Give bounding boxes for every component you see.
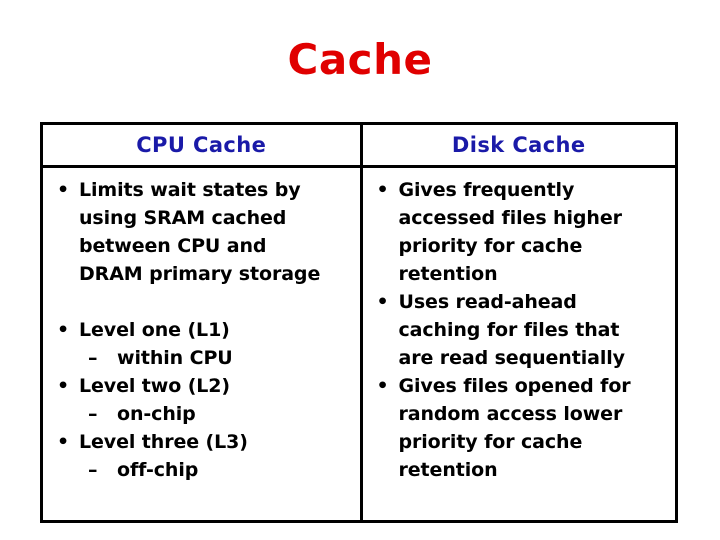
disk-cache-item-line: Gives files opened for (398, 375, 631, 397)
cpu-cache-cell: • Limits wait states by using SRAM cached b… (43, 166, 363, 520)
disk-cache-item-line: are read sequentially (398, 347, 626, 369)
disk-cache-item: • Gives frequently accessed files higher pr… (367, 176, 672, 288)
cpu-cache-item-line: on-chip (117, 403, 196, 425)
table-body-row: • Limits wait states by using SRAM cached b… (43, 166, 675, 520)
bullet-marker-icon: • (376, 375, 389, 397)
page-title: Cache (287, 35, 433, 84)
cpu-cache-item-line: Limits wait states by (79, 179, 301, 201)
cpu-cache-item-text: Level two (L2) (79, 375, 230, 397)
disk-cache-item-line: accessed files higher (398, 207, 622, 229)
cpu-cache-item-line: DRAM primary storage (79, 263, 321, 285)
cpu-cache-item-text: Limits wait states by using SRAM cached be… (79, 179, 320, 285)
cpu-cache-item: –on-chip (47, 400, 356, 428)
cpu-cache-item: –off-chip (47, 456, 356, 484)
disk-cache-item: • Uses read-ahead caching for files that ar… (367, 288, 672, 372)
cpu-cache-item-line: within CPU (117, 347, 233, 369)
dash-marker-icon: – (88, 459, 98, 481)
cpu-cache-item-text: on-chip (117, 403, 196, 425)
cpu-cache-item-text: within CPU (117, 347, 233, 369)
cpu-cache-item-line: Level two (L2) (79, 375, 230, 397)
column-header-cpu-cache: CPU Cache (43, 125, 363, 168)
bullet-marker-icon: • (57, 375, 70, 397)
cpu-cache-item-text: Level three (L3) (79, 431, 248, 453)
column-header-disk-cache: Disk Cache (361, 125, 675, 168)
disk-cache-item-line: Gives frequently (398, 179, 575, 201)
disk-cache-item-text: Gives files opened for random access lowe… (399, 375, 631, 481)
cpu-cache-item: • Level one (L1) (47, 316, 356, 344)
cpu-cache-bullet-list: • Limits wait states by using SRAM cached b… (47, 176, 356, 484)
bullet-marker-icon: • (57, 179, 70, 201)
column-header-cpu-cache-label: CPU Cache (136, 133, 267, 157)
table-grid: CPU Cache Disk Cache • Limits wait states… (43, 125, 675, 520)
cpu-cache-item-line: Level one (L1) (79, 319, 230, 341)
disk-cache-item-line: retention (398, 459, 498, 481)
disk-cache-item-text: Gives frequently accessed files higher pri… (399, 179, 622, 285)
cpu-cache-item-line: using SRAM cached (79, 207, 287, 229)
cpu-cache-item: • Level three (L3) (47, 428, 356, 456)
cpu-cache-item-line: Level three (L3) (79, 431, 248, 453)
dash-marker-icon: – (88, 403, 98, 425)
disk-cache-item-line: Uses read-ahead (398, 291, 577, 313)
cpu-cache-item: –within CPU (47, 344, 356, 372)
cpu-cache-spacer (47, 288, 356, 316)
disk-cache-item-line: random access lower (398, 403, 623, 425)
comparison-table: CPU Cache Disk Cache • Limits wait states… (40, 122, 678, 523)
cpu-cache-item-text: off-chip (117, 459, 198, 481)
cpu-cache-item: • Limits wait states by using SRAM cached b… (47, 176, 356, 288)
bullet-marker-icon: • (57, 431, 70, 453)
disk-cache-cell: • Gives frequently accessed files higher pr… (361, 166, 675, 520)
bullet-marker-icon: • (376, 179, 389, 201)
cpu-cache-item-line: off-chip (117, 459, 199, 481)
cpu-cache-item-line: between CPU and (79, 235, 267, 257)
bullet-marker-icon: • (57, 319, 70, 341)
disk-cache-item-line: priority for cache (398, 431, 583, 453)
disk-cache-item-line: retention (398, 263, 498, 285)
disk-cache-item: • Gives files opened for random access low… (367, 372, 672, 484)
disk-cache-item-line: priority for cache (398, 235, 583, 257)
dash-marker-icon: – (88, 347, 98, 369)
disk-cache-item-line: caching for files that (398, 319, 620, 341)
bullet-marker-icon: • (376, 291, 389, 313)
disk-cache-bullet-list: • Gives frequently accessed files higher pr… (367, 176, 672, 484)
table-header-row: CPU Cache Disk Cache (43, 125, 675, 168)
disk-cache-item-text: Uses read-ahead caching for files that are… (398, 291, 626, 369)
cpu-cache-item: • Level two (L2) (47, 372, 356, 400)
cpu-cache-item-text: Level one (L1) (79, 319, 230, 341)
column-header-disk-cache-label: Disk Cache (451, 133, 586, 157)
